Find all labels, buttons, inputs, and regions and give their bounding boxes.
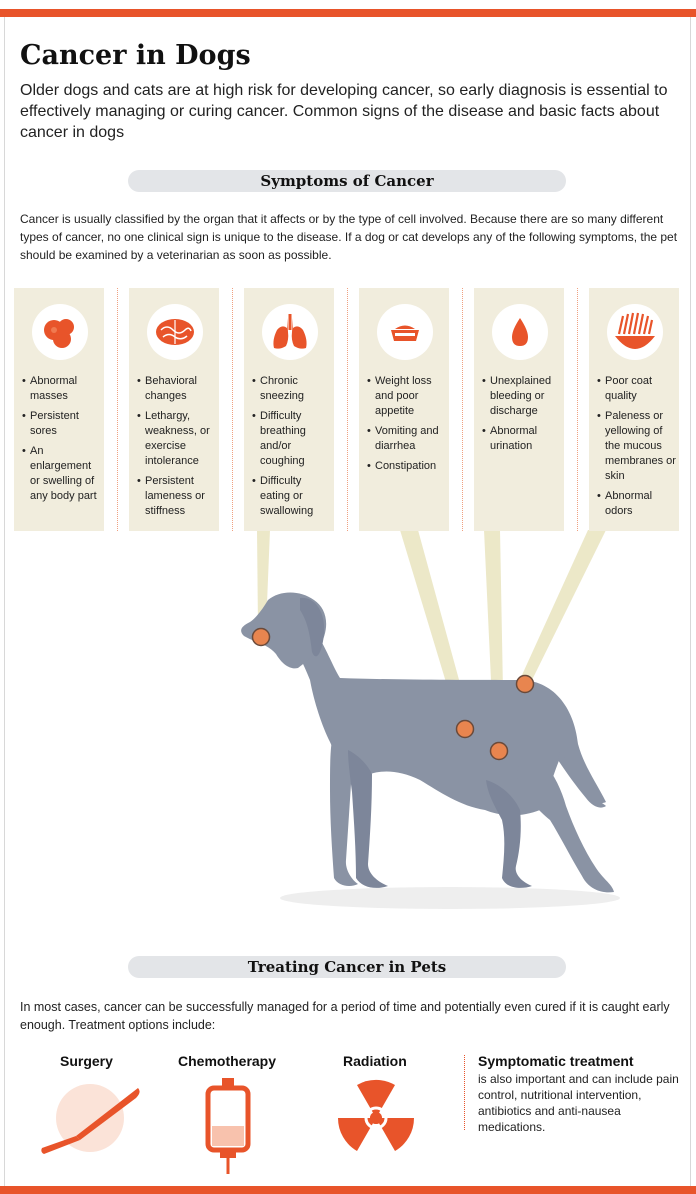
list-item: Abnormal odors	[589, 489, 677, 519]
symptom-card-1: Abnormal masses Persistent sores An enla…	[14, 288, 104, 531]
lungs-icon	[262, 304, 318, 360]
symptom-list-2: Behavioral changes Lethargy, weakness, o…	[129, 374, 217, 524]
page-title: Cancer in Dogs	[20, 40, 251, 71]
cells-icon	[32, 304, 88, 360]
card-separator	[577, 288, 578, 531]
card-separator	[347, 288, 348, 531]
point-head	[251, 627, 271, 647]
symptom-list-4: Weight loss and poor appetite Vomiting a…	[359, 374, 447, 479]
blood-drop-icon	[492, 304, 548, 360]
treatment-heading: Treating Cancer in Pets	[128, 956, 566, 978]
list-item: Constipation	[359, 459, 447, 474]
list-item: Chronic sneezing	[244, 374, 332, 404]
symptom-card-6: Poor coat quality Paleness or yellowing …	[589, 288, 679, 531]
list-item: Difficulty eating or swallowing	[244, 474, 332, 519]
bottom-accent-bar	[0, 1186, 696, 1194]
symptom-list-3: Chronic sneezing Difficulty breathing an…	[244, 374, 332, 524]
list-item: Behavioral changes	[129, 374, 217, 404]
surgery-label: Surgery	[60, 1053, 113, 1069]
symptom-list-5: Unexplained bleeding or discharge Abnorm…	[474, 374, 562, 459]
point-belly	[455, 719, 475, 739]
symptom-card-3: Chronic sneezing Difficulty breathing an…	[244, 288, 334, 531]
brain-icon	[147, 304, 203, 360]
list-item: Vomiting and diarrhea	[359, 424, 447, 454]
list-item: Poor coat quality	[589, 374, 677, 404]
symptoms-heading: Symptoms of Cancer	[128, 170, 566, 192]
symptomatic-title: Symptomatic treatment	[478, 1053, 634, 1069]
scalpel-icon	[41, 1084, 140, 1154]
list-item: Persistent sores	[14, 409, 102, 439]
food-bowl-icon	[377, 304, 433, 360]
card-separator	[232, 288, 233, 531]
symptoms-paragraph: Cancer is usually classified by the orga…	[20, 212, 678, 262]
radiation-label: Radiation	[343, 1053, 407, 1069]
radiation-icon	[337, 1079, 415, 1151]
treatment-paragraph: In most cases, cancer can be successfull…	[20, 1000, 670, 1032]
list-item: Difficulty breathing and/or coughing	[244, 409, 332, 469]
symptom-list-1: Abnormal masses Persistent sores An enla…	[14, 374, 102, 509]
symptom-card-4: Weight loss and poor appetite Vomiting a…	[359, 288, 449, 531]
point-groin	[489, 741, 509, 761]
chemotherapy-label: Chemotherapy	[178, 1053, 277, 1069]
list-item: Persistent lameness or stiffness	[129, 474, 217, 519]
card-separator	[462, 288, 463, 531]
point-shoulder-back	[515, 674, 535, 694]
list-item: Lethargy, weakness, or exercise intolera…	[129, 409, 217, 469]
card-separator	[117, 288, 118, 531]
list-item: Paleness or yellowing of the mucous memb…	[589, 409, 677, 484]
intro-text: Older dogs and cats are at high risk for…	[20, 82, 668, 141]
list-item: Abnormal urination	[474, 424, 562, 454]
treatment-separator	[464, 1055, 465, 1130]
fur-coat-icon	[607, 304, 663, 360]
dog-illustration	[241, 530, 620, 909]
list-item: An enlargement or swelling of any body p…	[14, 444, 102, 504]
symptom-card-5: Unexplained bleeding or discharge Abnorm…	[474, 288, 564, 531]
list-item: Unexplained bleeding or discharge	[474, 374, 562, 419]
dog-silhouette	[241, 592, 614, 893]
right-border	[690, 17, 691, 1186]
left-border	[4, 17, 5, 1186]
symptom-list-6: Poor coat quality Paleness or yellowing …	[589, 374, 677, 524]
symptomatic-body: is also important and can include pain c…	[478, 1072, 679, 1134]
iv-bag-icon	[205, 1078, 251, 1174]
affected-points	[251, 627, 535, 761]
list-item: Weight loss and poor appetite	[359, 374, 447, 419]
dog-shadow	[280, 887, 620, 909]
symptom-card-2: Behavioral changes Lethargy, weakness, o…	[129, 288, 219, 531]
list-item: Abnormal masses	[14, 374, 102, 404]
top-accent-bar	[0, 9, 696, 17]
